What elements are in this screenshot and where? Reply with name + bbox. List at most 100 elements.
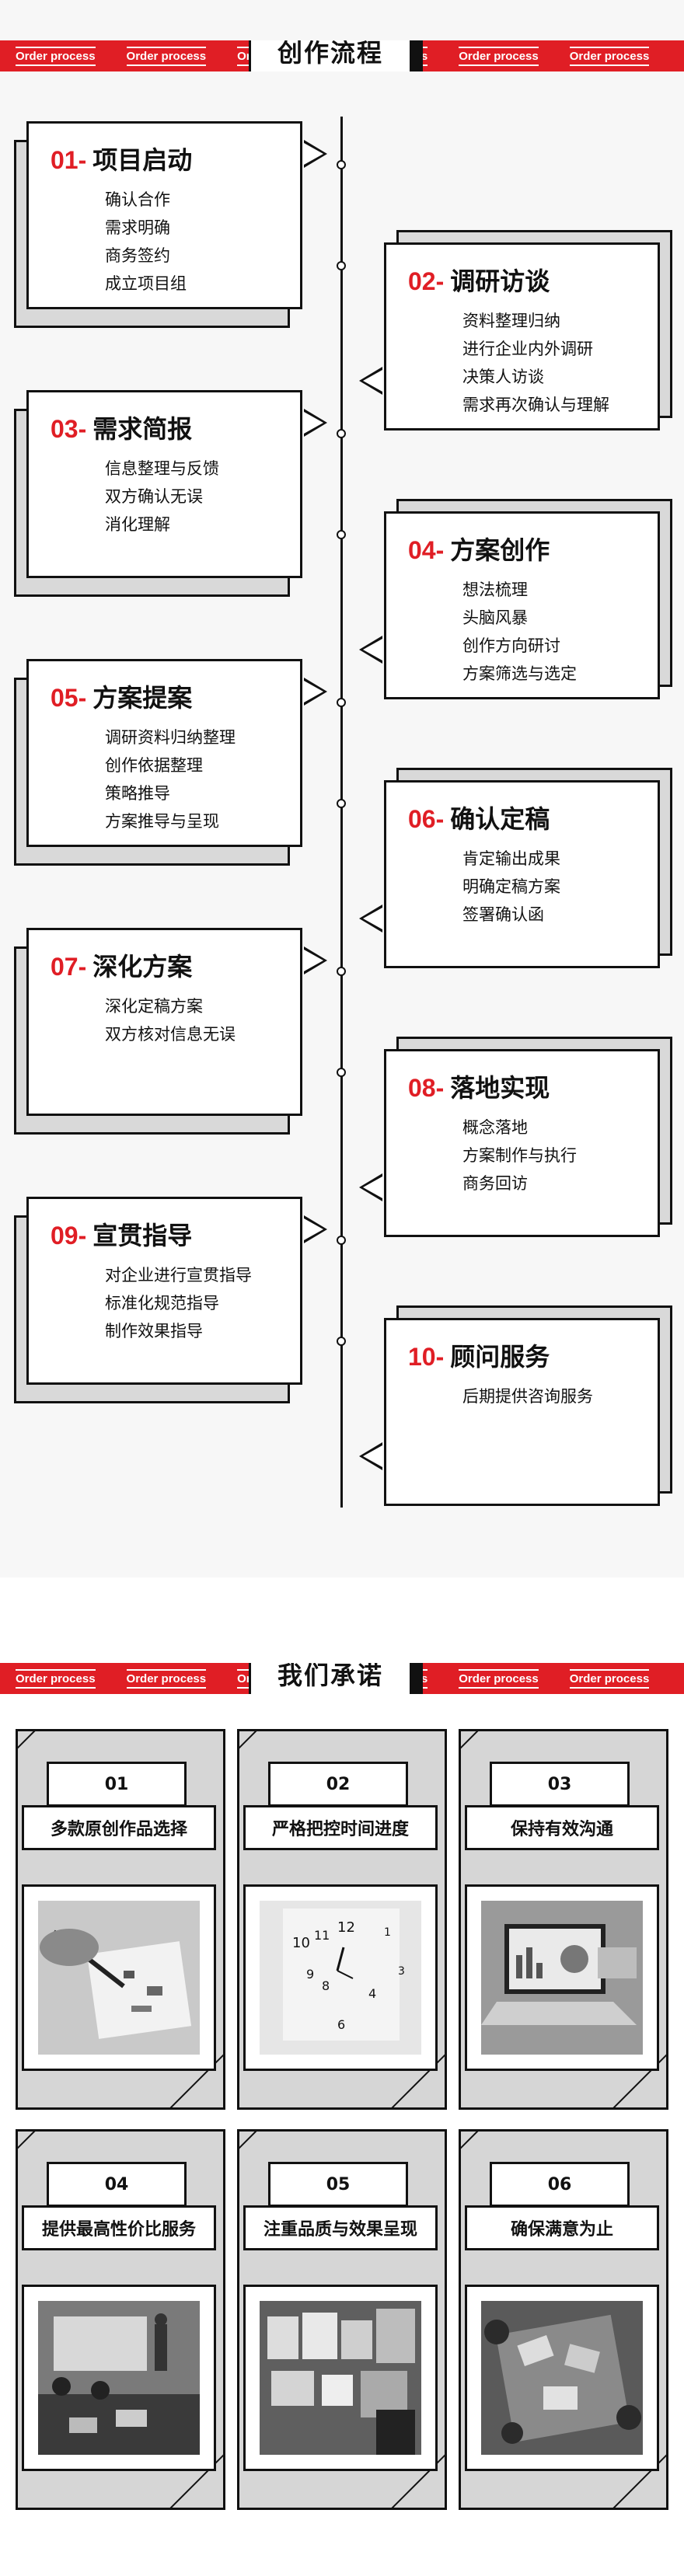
- promise-number: 05: [268, 2162, 408, 2207]
- step-item: 肯定输出成果: [462, 849, 560, 868]
- timeline-dot: [337, 429, 346, 438]
- step-item: 创作方向研讨: [462, 636, 560, 655]
- step-item: 商务签约: [105, 246, 170, 265]
- step-item: 深化定稿方案: [105, 997, 203, 1016]
- svg-text:10: 10: [292, 1935, 310, 1951]
- step-number: 06-: [408, 805, 445, 833]
- step-title: 项目启动: [92, 145, 193, 175]
- svg-text:6: 6: [337, 2017, 345, 2032]
- step-number: 03-: [51, 415, 87, 443]
- banner-text: Order process: [126, 1668, 207, 1689]
- step-item: 商务回访: [462, 1174, 528, 1193]
- promise-card-02: 02 严格把控时间进度 12 10 11 1 3 4 6 9 8: [237, 1729, 447, 2110]
- step-item: 信息整理与反馈: [105, 459, 219, 478]
- order-process-banner: Order process Order process Order proces…: [0, 40, 684, 71]
- promise-card-06: 06 确保满意为止: [459, 2129, 668, 2510]
- step-item: 制作效果指导: [105, 1322, 203, 1340]
- banner-text: Order process: [16, 1668, 96, 1689]
- promise-label: 注重品质与效果呈现: [243, 2205, 438, 2250]
- svg-text:9: 9: [306, 1967, 314, 1982]
- page-title: 创作流程: [249, 40, 412, 71]
- step-item: 资料整理归纳: [462, 312, 560, 330]
- step-item: 方案推导与呈现: [105, 812, 219, 831]
- timeline-dot: [337, 530, 346, 539]
- banner-text: Order process: [16, 46, 96, 66]
- step-number: 04-: [408, 536, 445, 564]
- step-item: 方案筛选与选定: [462, 664, 577, 683]
- svg-text:3: 3: [398, 1965, 405, 1978]
- promise-label: 提供最高性价比服务: [22, 2205, 216, 2250]
- promise-number: 01: [47, 1762, 187, 1807]
- promise-number: 04: [47, 2162, 187, 2207]
- step-number: 07-: [51, 953, 87, 981]
- banner-text: Order process: [569, 1668, 650, 1689]
- step-card-02: 02- 调研访谈 资料整理归纳 进行企业内外调研 决策人访谈 需求再次确认与理解: [359, 230, 672, 430]
- step-card-01: 01- 项目启动 确认合作 需求明确 商务签约 成立项目组: [14, 121, 327, 328]
- step-card-07: 07- 深化方案 深化定稿方案 双方核对信息无误: [14, 928, 327, 1135]
- banner-text: Order process: [459, 46, 539, 66]
- wall-clock-photo: 12 10 11 1 3 4 6 9 8: [260, 1901, 421, 2055]
- timeline-dot: [337, 799, 346, 808]
- meeting-presentation-photo: [38, 2301, 200, 2455]
- step-number: 05-: [51, 684, 87, 712]
- promise-number: 03: [490, 1762, 630, 1807]
- step-item: 需求明确: [105, 218, 170, 237]
- timeline-dot: [337, 1236, 346, 1245]
- step-item: 确认合作: [105, 190, 170, 209]
- promise-card-04: 04 提供最高性价比服务: [16, 2129, 225, 2510]
- step-title: 顾问服务: [450, 1342, 550, 1372]
- svg-text:8: 8: [322, 1978, 330, 1993]
- step-title: 需求简报: [92, 414, 193, 444]
- step-item: 对企业进行宣贯指导: [105, 1266, 252, 1285]
- promise-label: 保持有效沟通: [465, 1805, 659, 1850]
- svg-text:12: 12: [337, 1919, 355, 1936]
- step-item: 标准化规范指导: [105, 1294, 219, 1312]
- timeline-dot: [337, 698, 346, 707]
- step-number: 08-: [408, 1074, 445, 1102]
- banner-text: Order process: [126, 46, 207, 66]
- team-desk-laptops-photo: [481, 2301, 643, 2455]
- step-card-04: 04- 方案创作 想法梳理 头脑风暴 创作方向研讨 方案筛选与选定: [359, 499, 672, 699]
- step-item: 头脑风暴: [462, 608, 528, 627]
- step-item: 调研资料归纳整理: [105, 728, 236, 747]
- design-boards-photo: [260, 2301, 421, 2455]
- step-item: 成立项目组: [105, 274, 187, 293]
- laptop-charts-photo: [481, 1901, 643, 2055]
- step-number: 09-: [51, 1222, 87, 1250]
- step-item: 明确定稿方案: [462, 877, 560, 896]
- timeline-line: [340, 117, 343, 1508]
- step-item: 想法梳理: [462, 580, 528, 599]
- step-title: 确认定稿: [450, 804, 550, 834]
- promise-card-05: 05 注重品质与效果呈现: [237, 2129, 447, 2510]
- svg-text:1: 1: [384, 1926, 391, 1939]
- section-title-box: 我们承诺: [249, 1663, 435, 1694]
- timeline-dot: [337, 160, 346, 169]
- step-item: 决策人访谈: [462, 368, 544, 386]
- step-card-09: 09- 宣贯指导 对企业进行宣贯指导 标准化规范指导 制作效果指导: [14, 1197, 327, 1403]
- step-card-05: 05- 方案提案 调研资料归纳整理 创作依据整理 策略推导 方案推导与呈现: [14, 659, 327, 866]
- page-title: 我们承诺: [249, 1663, 412, 1694]
- svg-text:4: 4: [368, 1986, 376, 2001]
- promise-number: 06: [490, 2162, 630, 2207]
- step-card-10: 10- 顾问服务 后期提供咨询服务: [359, 1305, 672, 1506]
- step-title: 落地实现: [450, 1073, 550, 1103]
- hand-drawing-sketch-photo: [38, 1901, 200, 2055]
- promise-label: 确保满意为止: [465, 2205, 659, 2250]
- banner-text: Order process: [459, 1668, 539, 1689]
- step-number: 02-: [408, 267, 445, 295]
- step-title: 调研访谈: [450, 267, 550, 296]
- step-item: 策略推导: [105, 784, 170, 803]
- timeline-dot: [337, 261, 346, 270]
- step-title: 方案创作: [450, 535, 550, 565]
- step-item: 创作依据整理: [105, 756, 203, 775]
- svg-text:11: 11: [314, 1928, 330, 1943]
- step-card-06: 06- 确认定稿 肯定输出成果 明确定稿方案 签署确认函: [359, 768, 672, 968]
- step-title: 宣贯指导: [92, 1221, 193, 1250]
- promise-label: 多款原创作品选择: [22, 1805, 216, 1850]
- step-item: 后期提供咨询服务: [462, 1387, 593, 1406]
- section-title-box: 创作流程: [249, 40, 435, 71]
- banner-text: Order process: [569, 46, 650, 66]
- step-card-08: 08- 落地实现 概念落地 方案制作与执行 商务回访: [359, 1037, 672, 1237]
- step-item: 双方核对信息无误: [105, 1025, 236, 1044]
- timeline-dot: [337, 1337, 346, 1346]
